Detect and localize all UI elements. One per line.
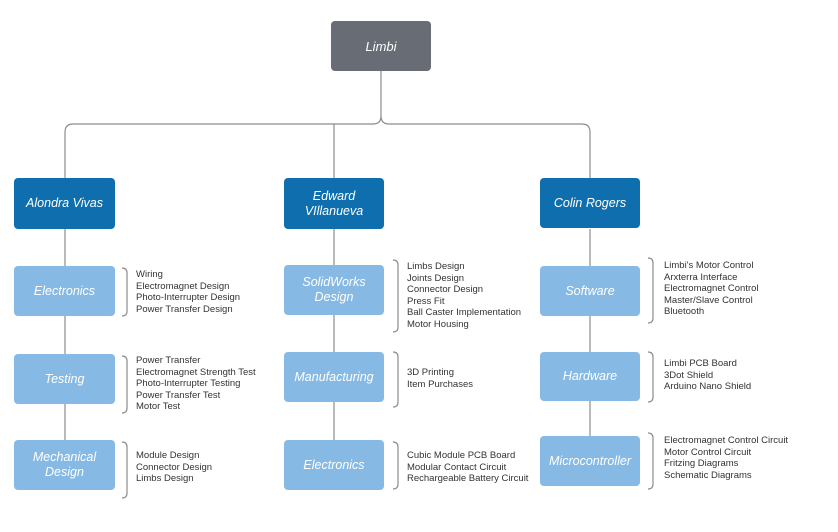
bracket bbox=[647, 257, 654, 324]
task-item: Bluetooth bbox=[664, 306, 705, 318]
area-node-mechanical-design: Mechanical Design bbox=[14, 440, 115, 490]
task-item: Connector Design bbox=[407, 284, 484, 296]
member-node-colin: Colin Rogers bbox=[540, 178, 640, 228]
bracket bbox=[121, 267, 128, 317]
task-item: Item Purchases bbox=[407, 378, 473, 390]
area-node-testing: Testing bbox=[14, 354, 115, 404]
task-list: Module Design Connector Design Limbs Des… bbox=[136, 450, 212, 485]
connector-root-left bbox=[64, 71, 382, 178]
task-item: Electromagnet Design bbox=[136, 280, 230, 292]
task-item: Motor Control Circuit bbox=[664, 446, 752, 458]
task-list: Limbi's Motor Control Arxterra Interface… bbox=[664, 260, 759, 318]
task-item: Power Transfer bbox=[136, 355, 201, 366]
area-node-hardware: Hardware bbox=[540, 352, 640, 401]
task-item: 3D Printing bbox=[407, 367, 454, 378]
task-item: Ball Caster Implementation bbox=[407, 307, 522, 319]
task-item: Limbi's Motor Control bbox=[664, 260, 754, 271]
task-list: Wiring Electromagnet Design Photo-Interr… bbox=[136, 269, 240, 315]
task-item: Cubic Module PCB Board bbox=[407, 450, 516, 461]
task-item: Master/Slave Control bbox=[664, 294, 753, 306]
bracket bbox=[392, 441, 399, 490]
task-item: Arxterra Interface bbox=[664, 271, 738, 283]
member-node-edward: Edward VIllanueva bbox=[284, 178, 384, 229]
area-node-microcontroller: Microcontroller bbox=[540, 436, 640, 486]
bracket bbox=[392, 351, 399, 408]
task-item: Limbs Design bbox=[136, 473, 194, 485]
task-item: Arduino Nano Shield bbox=[664, 381, 752, 393]
task-list: 3D Printing Item Purchases bbox=[407, 367, 473, 390]
task-item: Schematic Diagrams bbox=[664, 469, 752, 481]
root-node: Limbi bbox=[331, 21, 431, 71]
connector-root-right bbox=[380, 115, 591, 178]
task-list: Electromagnet Control Circuit Motor Cont… bbox=[664, 435, 788, 481]
task-list: Power Transfer Electromagnet Strength Te… bbox=[136, 355, 256, 413]
task-item: Press Fit bbox=[407, 295, 445, 307]
bracket bbox=[647, 432, 654, 490]
task-item: Electromagnet Strength Test bbox=[136, 366, 256, 378]
task-item: Photo-Interrupter Design bbox=[136, 292, 241, 304]
task-item: Rechargeable Battery Circuit bbox=[407, 473, 529, 485]
task-item: Connector Design bbox=[136, 461, 213, 473]
task-item: Joints Design bbox=[407, 272, 465, 284]
task-item: Electromagnet Control Circuit bbox=[664, 435, 789, 446]
bracket bbox=[121, 355, 128, 414]
bracket bbox=[647, 351, 654, 403]
task-list: Limbs Design Joints Design Connector Des… bbox=[407, 261, 521, 331]
task-list: Limbi PCB Board 3Dot Shield Arduino Nano… bbox=[664, 358, 751, 393]
area-node-electronics: Electronics bbox=[14, 266, 115, 316]
area-node-software: Software bbox=[540, 266, 640, 316]
task-item: Limbi PCB Board bbox=[664, 358, 737, 369]
member-node-alondra: Alondra Vivas bbox=[14, 178, 115, 229]
task-item: Module Design bbox=[136, 450, 200, 461]
task-item: Electromagnet Control bbox=[664, 283, 759, 295]
bracket bbox=[392, 259, 399, 333]
task-item: Fritzing Diagrams bbox=[664, 458, 739, 470]
task-list: Cubic Module PCB Board Modular Contact C… bbox=[407, 450, 528, 485]
task-item: Motor Test bbox=[136, 401, 181, 413]
area-node-manufacturing: Manufacturing bbox=[284, 352, 384, 402]
area-node-electronics: Electronics bbox=[284, 440, 384, 490]
bracket bbox=[121, 441, 128, 499]
task-item: Wiring bbox=[136, 269, 163, 280]
task-item: Motor Housing bbox=[407, 318, 469, 330]
area-node-solidworks-design: SolidWorks Design bbox=[284, 265, 384, 315]
task-item: Power Transfer Design bbox=[136, 303, 233, 315]
task-item: Photo-Interrupter Testing bbox=[136, 378, 241, 390]
task-item: 3Dot Shield bbox=[664, 369, 714, 381]
task-item: Power Transfer Test bbox=[136, 389, 221, 401]
task-item: Modular Contact Circuit bbox=[407, 461, 507, 473]
task-item: Limbs Design bbox=[407, 261, 465, 272]
